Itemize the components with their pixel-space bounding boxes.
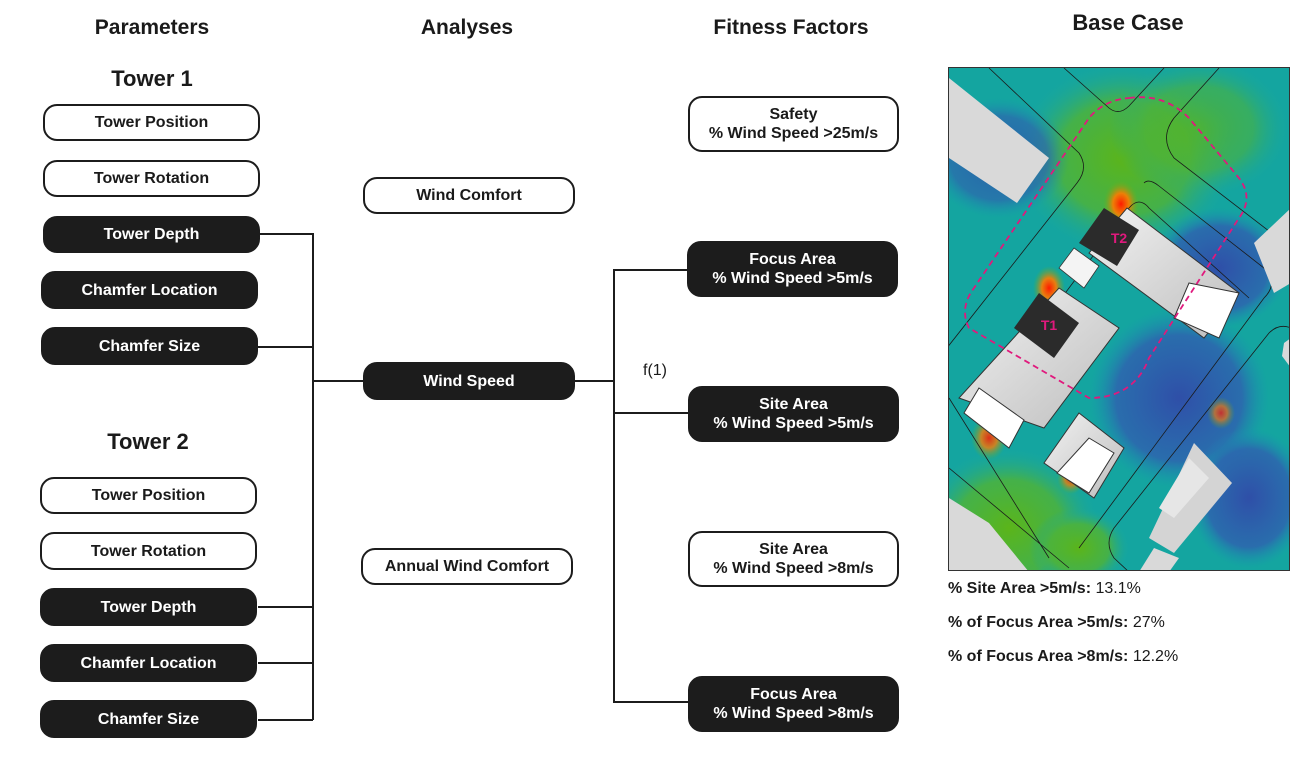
stat-label: % Site Area >5m/s: [948,580,1092,597]
stat-focus-area-5: % of Focus Area >5m/s: 27% [948,614,1165,632]
stat-site-area-5: % Site Area >5m/s: 13.1% [948,580,1141,598]
fitness-line2: % Wind Speed >5m/s [712,270,873,287]
connector-t1-depth [260,233,314,720]
fitness-site-area-5[interactable]: Site Area % Wind Speed >5m/s [688,386,899,442]
stat-value: 27% [1132,614,1165,631]
stat-value: 12.2% [1132,648,1179,665]
analysis-wind-comfort[interactable]: Wind Comfort [363,177,575,214]
fitness-line1: Focus Area [749,251,836,268]
pill-label: Chamfer Location [81,281,218,299]
fitness-focus-area-5[interactable]: Focus Area % Wind Speed >5m/s [687,241,898,297]
analyses-title: Analyses [420,16,514,39]
fitness-line2: % Wind Speed >25m/s [708,125,879,142]
pill-label: Tower Rotation [93,170,210,187]
t2-chamfer-size[interactable]: Chamfer Size [40,700,257,738]
tower2-title: Tower 2 [107,429,189,454]
tower1-title: Tower 1 [111,66,193,91]
pill-label: Wind Speed [423,372,515,390]
pill-label: Tower Depth [103,226,200,243]
function-label: f(1) [643,362,667,379]
wind-map-graphic: T2 T1 [949,68,1289,570]
stat-label: % of Focus Area >5m/s: [948,614,1129,631]
fitness-line2: % Wind Speed >8m/s [713,705,874,722]
stat-label: % of Focus Area >8m/s: [948,648,1129,665]
fitness-factors-title: Fitness Factors [713,16,869,39]
fitness-line1: Focus Area [750,686,837,703]
fitness-line1: Site Area [759,541,828,558]
analysis-wind-speed[interactable]: Wind Speed [363,362,575,400]
pill-label: Tower Position [91,487,206,504]
pill-label: Chamfer Location [80,654,217,672]
t2-tower-rotation[interactable]: Tower Rotation [40,532,257,570]
fitness-line1: Site Area [759,396,828,413]
pill-label: Chamfer Size [98,337,201,355]
tower-label-t1: T1 [1041,317,1058,333]
pill-label: Chamfer Size [97,710,200,728]
t1-tower-rotation[interactable]: Tower Rotation [43,160,260,197]
fitness-safety[interactable]: Safety % Wind Speed >25m/s [688,96,899,152]
t1-chamfer-size[interactable]: Chamfer Size [41,327,258,365]
stat-focus-area-8: % of Focus Area >8m/s: 12.2% [948,648,1178,666]
fitness-line2: % Wind Speed >5m/s [713,415,874,432]
t1-tower-depth[interactable]: Tower Depth [43,216,260,253]
tower-label-t2: T2 [1111,230,1128,246]
fitness-line1: Safety [769,106,818,123]
pill-label: Tower Rotation [90,542,207,560]
wind-speed-map: T2 T1 [948,67,1290,571]
parameters-title: Parameters [94,16,210,39]
pill-label: Annual Wind Comfort [384,558,550,575]
t1-tower-position[interactable]: Tower Position [43,104,260,141]
base-case-title: Base Case [1072,10,1184,35]
fitness-site-area-8[interactable]: Site Area % Wind Speed >8m/s [688,531,899,587]
connector-fitness-trunk [613,269,688,703]
pill-label: Wind Comfort [416,187,522,204]
fitness-focus-area-8[interactable]: Focus Area % Wind Speed >8m/s [688,676,899,732]
t1-chamfer-location[interactable]: Chamfer Location [41,271,258,309]
t2-chamfer-location[interactable]: Chamfer Location [40,644,257,682]
stat-value: 13.1% [1095,580,1141,597]
t2-tower-position[interactable]: Tower Position [40,477,257,514]
analysis-annual-wind-comfort[interactable]: Annual Wind Comfort [361,548,573,585]
pill-label: Tower Depth [100,598,197,616]
pill-label: Tower Position [94,114,209,131]
fitness-line2: % Wind Speed >8m/s [713,560,874,577]
t2-tower-depth[interactable]: Tower Depth [40,588,257,626]
focus-area-outline [964,96,1248,399]
